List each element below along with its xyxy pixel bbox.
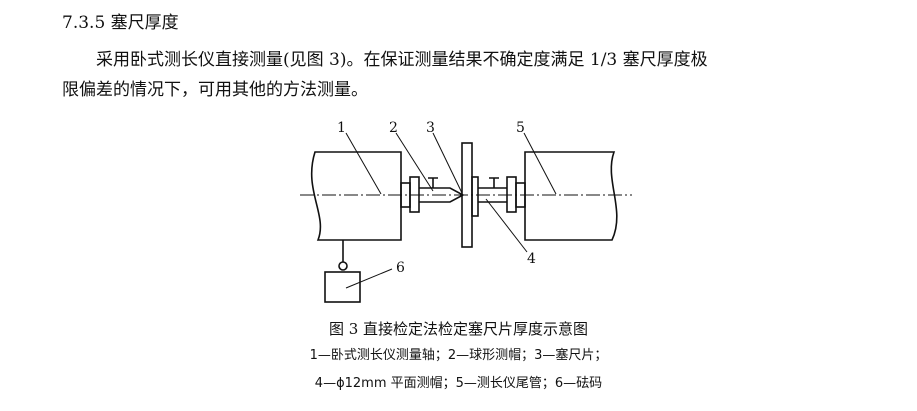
label-4: 4 <box>527 251 536 267</box>
screw <box>428 177 438 188</box>
paragraph-line: 限偏差的情况下，可用其他的方法测量。 <box>62 80 368 100</box>
figure-legend: 1—卧式测长仪测量轴；2—球形测帽；3—塞尺片； <box>309 348 608 363</box>
hook <box>338 261 348 271</box>
flange <box>471 176 479 217</box>
section-heading: 7.3.5 塞尺厚度 <box>62 13 179 33</box>
figure-legend: 4—ϕ12mm 平面测帽；5—测长仪尾管；6—砝码 <box>314 376 603 391</box>
flange <box>409 176 420 213</box>
measuring-shaft-body <box>310 151 402 241</box>
label-2: 2 <box>389 120 398 136</box>
label-3: 3 <box>426 120 435 136</box>
weight <box>324 271 361 303</box>
collar <box>515 182 526 208</box>
spherical-cap <box>419 187 465 203</box>
flat-cap <box>478 187 507 203</box>
label-5: 5 <box>516 120 525 136</box>
screw <box>489 177 499 188</box>
paragraph-line: 采用卧式测长仪直接测量(见图 3)。在保证测量结果不确定度满足 1/3 塞尺厚度… <box>96 50 708 70</box>
label-1: 1 <box>337 120 346 136</box>
figure-caption: 图 3 直接检定法检定塞尺片厚度示意图 <box>328 320 589 338</box>
label-6: 6 <box>396 260 405 276</box>
tailstock-body <box>524 151 618 241</box>
